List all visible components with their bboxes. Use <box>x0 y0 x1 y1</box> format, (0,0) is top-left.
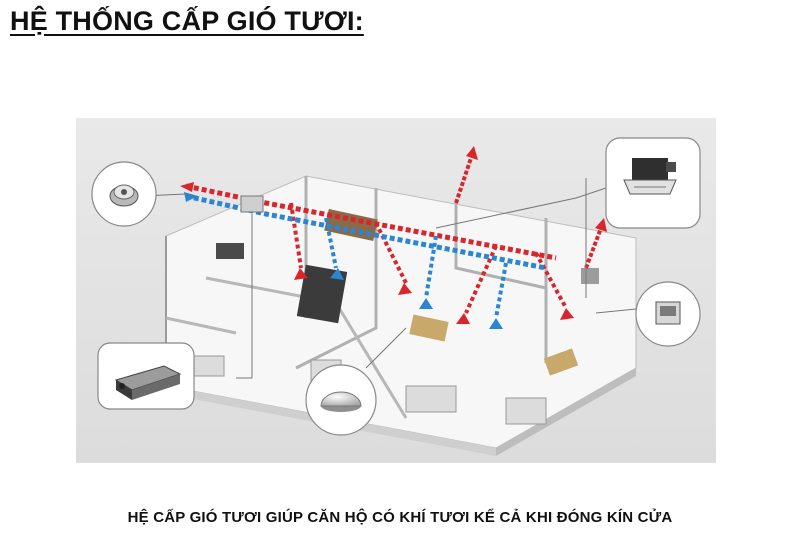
callout-ventilation-unit <box>97 342 195 410</box>
central-unit-in-plan <box>240 195 264 213</box>
callout-ceiling-exhaust-fan <box>605 137 701 229</box>
callout-round-fan <box>91 161 157 227</box>
ceiling-exhaust-fan-icon <box>623 158 677 195</box>
page-title: HỆ THỐNG CẤP GIÓ TƯƠI: <box>10 6 364 36</box>
air-flow-arrows <box>180 146 607 329</box>
callout-wall-controller <box>635 281 701 347</box>
callout-ceiling-diffuser <box>305 364 377 436</box>
ceiling-diffuser-icon <box>320 391 362 412</box>
ventilation-diagram <box>76 118 716 463</box>
caption: HỆ CẤP GIÓ TƯƠI GIÚP CĂN HỘ CÓ KHÍ TƯƠI … <box>127 509 673 526</box>
fresh-air-duct <box>185 183 568 314</box>
apartment-floorplan <box>165 175 637 456</box>
exhaust-air-duct <box>185 193 547 319</box>
callout-lines <box>141 178 647 379</box>
wall-controller-icon <box>655 301 681 325</box>
ventilation-unit-icon <box>114 365 182 400</box>
fan-icon <box>109 184 139 207</box>
